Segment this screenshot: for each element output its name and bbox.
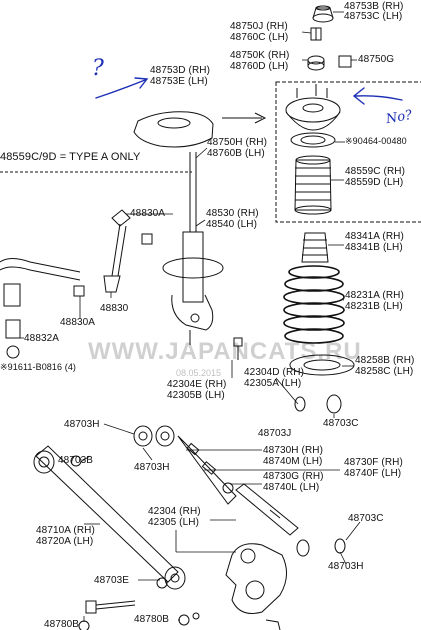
label-48530: 48530 (RH) <box>206 208 259 219</box>
watermark: WWW.JAPANCATS.RU <box>88 338 362 365</box>
label-42305a: 42305A (LH) <box>244 378 302 389</box>
collar-48703c-lower-icon <box>296 538 346 557</box>
label-48703h-top: 48703H <box>64 419 100 430</box>
label-48780b: 48780B <box>44 619 80 630</box>
label-42304d: 42304D (RH) <box>244 367 305 378</box>
label-48703b: 48703B <box>58 455 94 466</box>
washer-48750k-icon <box>307 55 325 71</box>
assembly-arrow <box>222 112 267 124</box>
label-48341a: 48341A (RH) <box>345 231 404 242</box>
label-48740f: 48740F (LH) <box>344 468 402 479</box>
label-48753e: 48753E (LH) <box>150 76 208 87</box>
label-42304e: 42304E (RH) <box>167 379 227 390</box>
bump-stopper-48341a-icon <box>301 232 329 263</box>
bolt-48703e-icon <box>78 600 200 630</box>
label-48341b: 48341B (LH) <box>345 242 403 253</box>
label-48750h: 48750H (RH) <box>207 137 268 148</box>
leader-lines <box>16 11 361 622</box>
lower-arm-48710a-icon <box>33 445 186 590</box>
label-48753d: 48753D (RH) <box>150 65 211 76</box>
label-48753b: 48753B (RH) <box>344 1 404 12</box>
label-48559c: 48559C (RH) <box>345 166 406 177</box>
label-48750k: 48750K (RH) <box>230 50 290 61</box>
label-48231a: 48231A (RH) <box>345 290 404 301</box>
label-48730h: 48730H (RH) <box>263 445 324 456</box>
collar-48703c-icon <box>294 394 342 414</box>
handwritten-arrow-left-icon <box>95 77 149 99</box>
nut-48750j-icon <box>310 27 322 41</box>
cap-48753b-icon <box>312 5 334 23</box>
handwritten-question-mark: ? <box>92 56 104 81</box>
label-48258c: 48258C (LH) <box>355 366 414 377</box>
upper-support-icon <box>285 84 341 131</box>
bearing-90464-icon <box>290 132 336 148</box>
label-48750j: 48750J (RH) <box>230 21 288 32</box>
label-48231b: 48231B (LH) <box>345 301 403 312</box>
label-90464: ※90464-00480 <box>345 136 407 146</box>
subassembly-box <box>275 81 421 223</box>
shock-absorber-48530-icon <box>162 152 224 345</box>
label-48258b: 48258B (RH) <box>355 355 415 366</box>
label-48703j: 48703J <box>258 428 292 439</box>
label-48753c: 48753C (LH) <box>344 11 403 22</box>
label-48830a-top: 48830A <box>130 208 166 219</box>
label-42304: 42304 (RH) <box>148 506 201 517</box>
label-48703c-top: 48703C <box>323 418 359 429</box>
label-48703e: 48703E <box>94 575 130 586</box>
watermark-date: 08.05.2015 <box>176 368 222 378</box>
nut-48750g-icon <box>338 55 352 68</box>
label-48703h-bottom: 48703H <box>328 561 364 572</box>
label-48730g: 48730G (RH) <box>263 471 324 482</box>
lower-insulator-48258b-icon <box>289 354 355 376</box>
label-48760c: 48760C (LH) <box>230 32 289 43</box>
label-48559d: 48559D (LH) <box>345 177 404 188</box>
label-48710a: 48710A (RH) <box>36 525 95 536</box>
label-48740l: 48740L (LH) <box>263 482 320 493</box>
stabilizer-bar-icon <box>0 258 81 359</box>
label-48830a-bottom: 48830A <box>60 317 96 328</box>
stabilizer-link-48830-icon <box>73 209 153 297</box>
handwritten-arrow-right-icon <box>352 87 403 105</box>
label-48730f: 48730F (RH) <box>344 457 403 468</box>
label-48830: 48830 <box>100 303 129 314</box>
label-42305b: 42305B (LH) <box>167 390 225 401</box>
link-42304-icon <box>235 483 299 536</box>
coil-spring-48231a-icon <box>283 265 345 344</box>
label-48750g: 48750G <box>358 54 395 65</box>
label-48740m: 48740M (LH) <box>263 456 323 467</box>
label-42305: 42305 (LH) <box>148 517 200 528</box>
label-48540: 48540 (LH) <box>206 219 258 230</box>
type-a-note: 48559C/9D = TYPE A ONLY <box>0 151 141 163</box>
label-48720a: 48720A (LH) <box>36 536 94 547</box>
knuckle-icon <box>225 543 287 630</box>
label-48780b-second: 48780B <box>134 614 170 625</box>
bushing-48703h-icon <box>133 425 175 447</box>
upper-insulator-48753d-icon <box>133 111 214 148</box>
label-48703h-mid: 48703H <box>134 462 170 473</box>
label-48760d: 48760D (LH) <box>230 61 289 72</box>
dust-boot-48559c-icon <box>294 155 332 215</box>
label-48760b: 48760B (LH) <box>207 148 265 159</box>
bolt-42304e-icon <box>233 337 243 360</box>
label-48703c-bottom: 48703C <box>348 513 384 524</box>
label-48832a: 48832A <box>24 333 60 344</box>
label-91611: ※91611-B0816 (4) <box>0 362 77 372</box>
